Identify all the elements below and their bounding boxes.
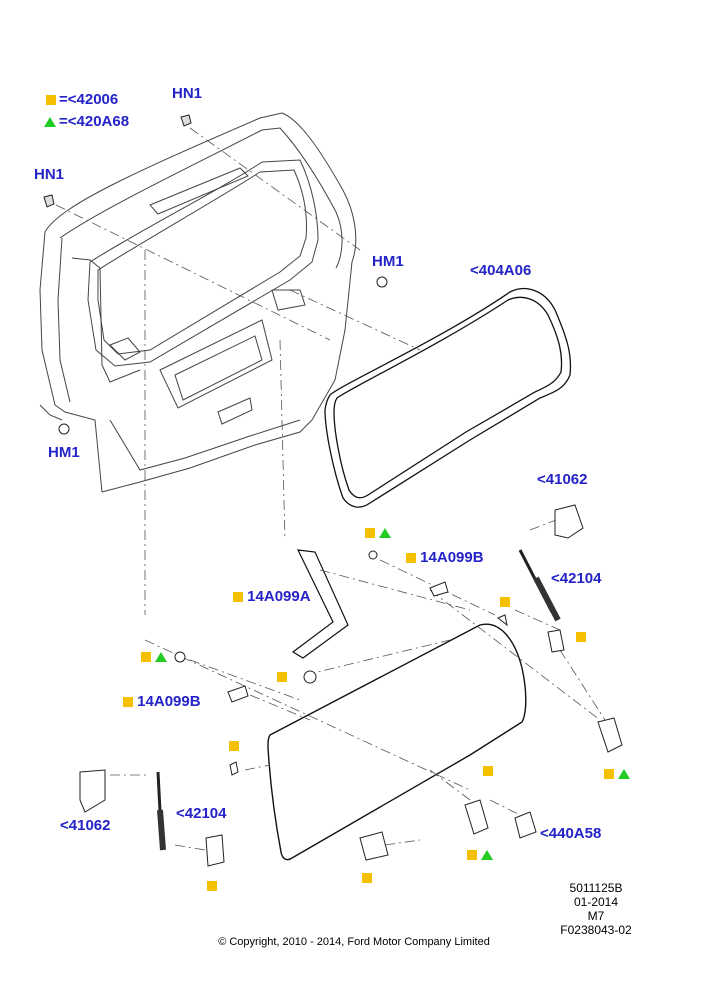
revision-date: 01-2014	[573, 895, 619, 909]
square-icon	[123, 697, 133, 708]
liftgate-body	[39, 112, 357, 493]
callout-molding-right: 14A099B	[406, 550, 484, 565]
callout-bracket: <440A58	[540, 825, 602, 842]
square-icon	[141, 652, 151, 662]
square-icon	[362, 873, 372, 883]
callout-hinge-right: <41062	[537, 471, 588, 488]
triangle-icon	[155, 652, 168, 662]
grommet-hm1-left	[58, 423, 70, 435]
marker-square-triangle	[365, 528, 392, 538]
marker-square-triangle	[467, 850, 494, 860]
square-icon	[233, 592, 243, 603]
square-icon	[500, 597, 510, 607]
weatherstrip-seal	[324, 287, 572, 508]
callout-strut-left: <42104	[176, 805, 227, 822]
marker-square	[229, 741, 239, 751]
hinge-left	[79, 769, 106, 813]
model-code: M7	[587, 909, 605, 923]
legend-item-square: =<42006	[46, 91, 118, 108]
square-icon	[483, 766, 493, 776]
callout-hinge-left: <41062	[60, 817, 111, 834]
callout-hm1-right: HM1	[372, 253, 404, 270]
callout-molding-a-text: 14A099A	[247, 588, 311, 605]
figure-number: F0238043-02	[560, 923, 632, 937]
callout-hn1-left: HN1	[34, 166, 65, 183]
callout-molding-left: 14A099B	[123, 694, 201, 709]
nut-hn1-top	[180, 114, 192, 127]
marker-square	[500, 597, 510, 607]
square-icon	[277, 672, 287, 682]
part-number: 5011125B	[569, 881, 623, 895]
callout-molding-right-text: 14A099B	[420, 549, 484, 566]
square-icon	[207, 881, 217, 891]
square-icon	[406, 553, 416, 564]
square-icon	[576, 632, 586, 642]
hinge-right	[554, 504, 584, 539]
marker-square	[483, 766, 493, 776]
bracket-440a58	[514, 811, 537, 839]
marker-square	[362, 873, 372, 883]
marker-square	[576, 632, 586, 642]
triangle-icon	[618, 769, 631, 779]
square-icon	[46, 94, 56, 105]
callout-strut-right: <42104	[551, 570, 602, 587]
callout-seal: <404A06	[470, 262, 532, 279]
callout-hm1-left: HM1	[48, 444, 80, 461]
reference-block: 5011125B 01-2014 M7 F0238043-02	[556, 881, 636, 937]
triangle-icon	[379, 528, 392, 538]
marker-square	[207, 881, 217, 891]
callout-hn1-top: HN1	[172, 85, 203, 102]
square-icon	[604, 769, 614, 779]
triangle-icon	[44, 116, 56, 127]
copyright-notice: © Copyright, 2010 - 2014, Ford Motor Com…	[218, 936, 490, 948]
nut-hn1-left	[43, 194, 55, 208]
marker-square-triangle	[141, 652, 168, 662]
triangle-icon	[481, 850, 494, 860]
grommet-hm1-right	[376, 276, 388, 288]
square-icon	[229, 741, 239, 751]
legend-text-triangle: =<420A68	[59, 113, 130, 130]
liftgate-glass	[267, 623, 527, 861]
callout-molding-a: 14A099A	[233, 589, 311, 604]
square-icon	[365, 528, 375, 538]
molding-14a099a	[291, 549, 349, 659]
callout-molding-left-text: 14A099B	[137, 693, 201, 710]
legend-text-square: =<42006	[59, 91, 119, 108]
legend-item-triangle: =<420A68	[44, 113, 129, 130]
square-icon	[467, 850, 477, 860]
marker-square	[277, 672, 287, 682]
marker-square-triangle	[604, 769, 631, 779]
